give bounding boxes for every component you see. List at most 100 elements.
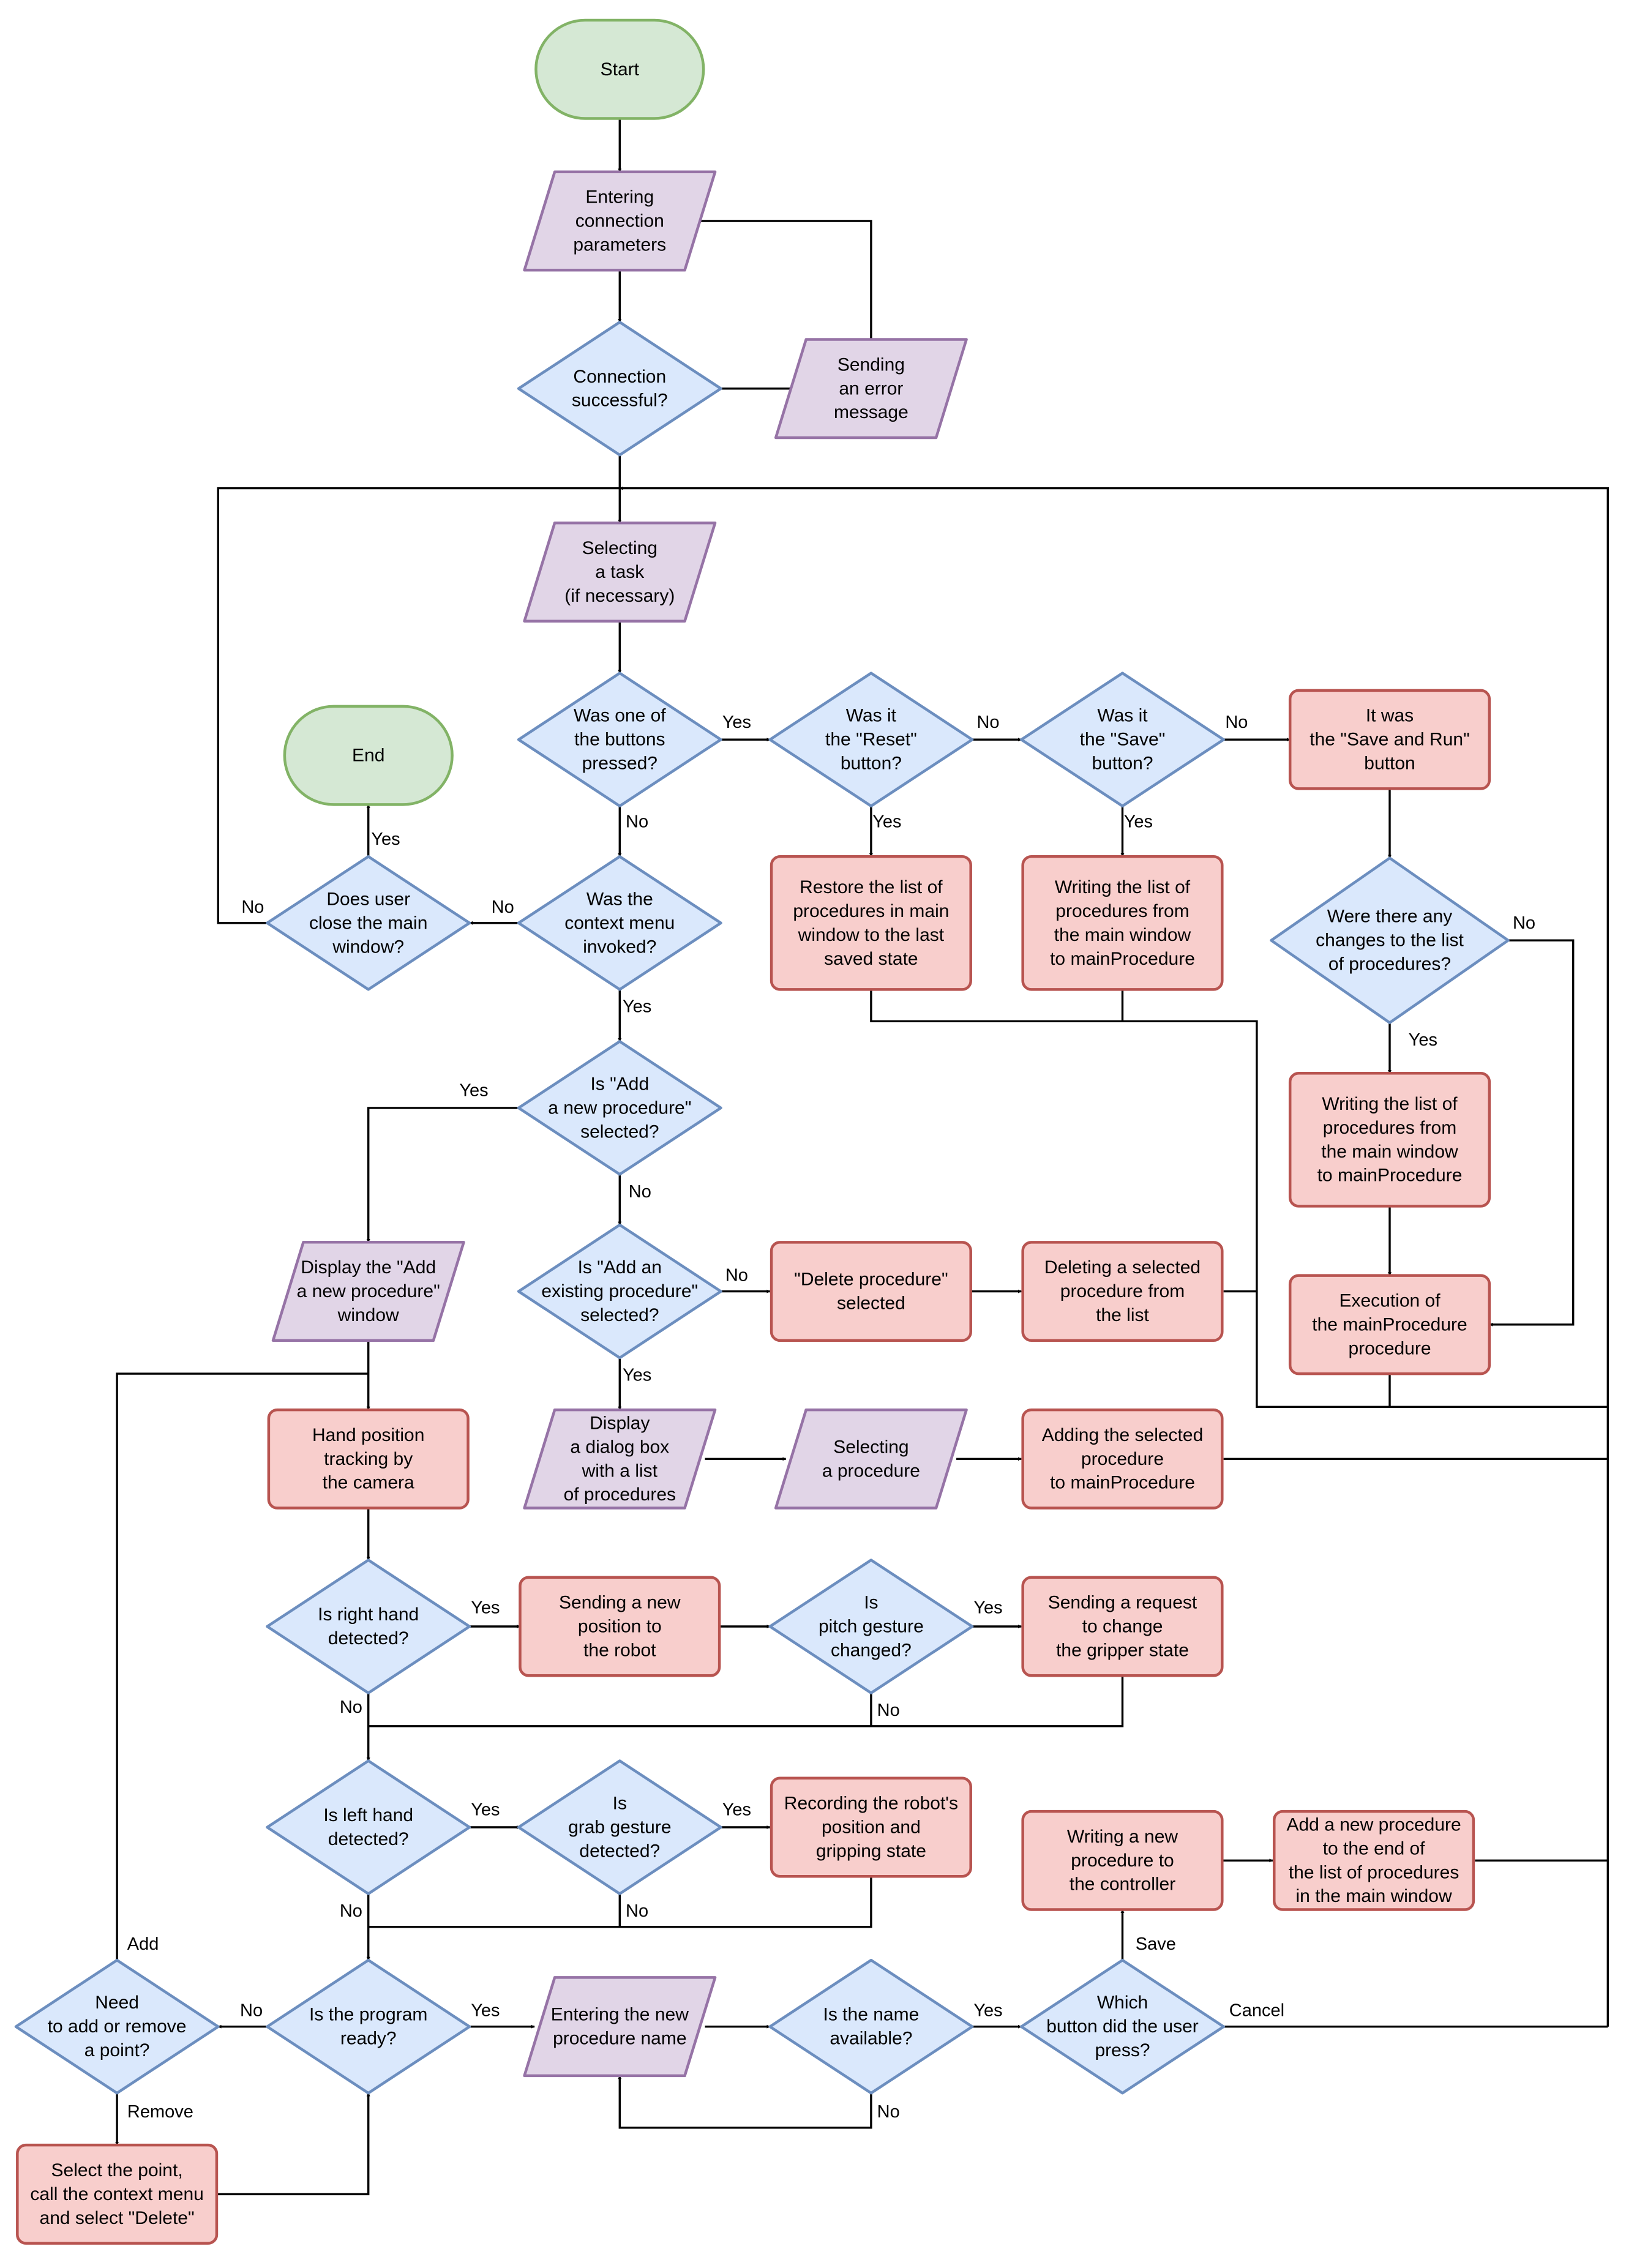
yes-label-pitch: Yes xyxy=(973,1598,1002,1617)
process-box xyxy=(1288,689,1491,790)
node-add-end: Add a new procedure to the end of the list… xyxy=(1273,1810,1475,1911)
yes-label-right-hand: Yes xyxy=(471,1598,500,1617)
process-box xyxy=(1021,1408,1224,1510)
node-del-sel: "Delete procedure"selected xyxy=(770,1241,972,1342)
node-label-line: Display the "Add xyxy=(301,1257,436,1278)
decision-diamond xyxy=(266,1559,471,1694)
node-label-line: Select the point, xyxy=(51,2160,183,2180)
node-label-line: Restore the list of xyxy=(800,877,943,897)
node-label-line: procedure to xyxy=(1071,1851,1174,1871)
node-label-line: detected? xyxy=(328,1829,409,1849)
node-label-line: Selecting xyxy=(833,1437,909,1457)
node-label-line: Is xyxy=(864,1593,878,1613)
node-label-line: Writing the list of xyxy=(1055,877,1191,897)
node-label-line: the robot xyxy=(583,1641,656,1661)
node-label-line: and select "Delete" xyxy=(40,2208,195,2228)
node-label-line: window to the last xyxy=(798,925,945,945)
node-restore: Restore the list of procedures in main win… xyxy=(770,855,972,991)
node-label-line: Is "Add an xyxy=(578,1257,662,1278)
terminal-shape xyxy=(534,18,705,120)
io-parallelogram xyxy=(523,1976,717,2078)
node-label-line: Sending a request xyxy=(1048,1593,1197,1613)
node-label-line: Add a new procedure xyxy=(1286,1814,1461,1835)
decision-diamond xyxy=(266,1759,471,1895)
node-label-line: ready? xyxy=(340,2029,397,2049)
node-label-line: a new procedure" xyxy=(548,1098,691,1118)
no-label-save: No xyxy=(1225,713,1248,732)
node-label-line: to mainProcedure xyxy=(1317,1166,1463,1186)
node-label-line: detected? xyxy=(579,1841,660,1862)
node-label-line: button xyxy=(1364,754,1415,774)
node-label-line: procedures from xyxy=(1323,1118,1456,1138)
node-label-line: to change xyxy=(1082,1617,1163,1637)
node-label-line: Is right hand xyxy=(318,1604,419,1625)
node-label-line: the gripper state xyxy=(1056,1641,1189,1661)
flowchart-nodes: StartEnteringconnectionparametersConnect… xyxy=(14,18,1510,2245)
node-label-line: Entering xyxy=(585,187,654,208)
decision-diamond xyxy=(1020,1958,1225,2095)
process-box xyxy=(1288,1072,1491,1208)
node-label-line: gripping state xyxy=(816,1841,926,1862)
node-label-line: the "Reset" xyxy=(825,730,917,750)
node-label-line: the list of procedures xyxy=(1289,1862,1459,1882)
node-label-line: saved state xyxy=(824,949,918,969)
yes-label-left-hand: Yes xyxy=(471,1800,500,1820)
yes-label-save: Yes xyxy=(1124,812,1153,832)
node-select-point: Select the point, call the context menu an… xyxy=(16,2143,219,2245)
no-label-pitch: No xyxy=(877,1701,900,1720)
process-box xyxy=(1021,1576,1224,1677)
process-box xyxy=(1273,1810,1475,1911)
decision-diamond xyxy=(266,1958,471,2095)
node-label-line: Hand position xyxy=(312,1425,424,1445)
cancel-label-which-btn: Cancel xyxy=(1229,2001,1284,2021)
process-box xyxy=(1288,1274,1491,1375)
node-label-line: tracking by xyxy=(324,1449,413,1469)
terminal-shape xyxy=(283,705,454,806)
process-box xyxy=(1021,1810,1224,1911)
yes-label-name-avail: Yes xyxy=(973,2001,1002,2021)
node-label-line: pitch gesture xyxy=(819,1617,924,1637)
no-label-reset: No xyxy=(976,713,999,732)
no-label-close-win: No xyxy=(241,897,264,917)
node-label-line: call the context menu xyxy=(30,2184,204,2204)
node-label-line: Were there any xyxy=(1327,907,1453,927)
yes-label-prog-ready: Yes xyxy=(471,2001,500,2021)
decision-diamond xyxy=(1270,856,1510,1024)
no-label-name-avail: No xyxy=(877,2102,900,2122)
node-label-line: Does user xyxy=(326,889,410,909)
edge-need-pt-add-to-hand-track xyxy=(116,1372,369,1961)
node-label-line: Was one of xyxy=(574,706,666,726)
edge-select-point-to-prog-ready xyxy=(217,2092,370,2196)
no-label-ctx-menu: No xyxy=(492,897,514,917)
node-label-line: Sending xyxy=(837,354,905,375)
process-box xyxy=(16,2143,219,2245)
node-start: Start xyxy=(534,18,705,120)
node-label-line: to the end of xyxy=(1323,1838,1425,1858)
node-label-line: Deleting a selected xyxy=(1044,1257,1201,1278)
yes-label-grab: Yes xyxy=(722,1800,751,1820)
node-label-line: close the main xyxy=(309,913,427,933)
node-label-line: window xyxy=(337,1305,399,1325)
node-label-line: procedures in main xyxy=(793,901,949,921)
edge-close-win-no-to-select-task xyxy=(217,487,620,924)
process-box xyxy=(519,1576,721,1677)
node-label-line: Sending a new xyxy=(559,1593,681,1613)
io-parallelogram xyxy=(774,338,968,440)
no-label-right-hand: No xyxy=(340,1697,362,1717)
add-label-need-pt: Add xyxy=(127,1934,159,1954)
decision-diamond xyxy=(768,1559,974,1694)
